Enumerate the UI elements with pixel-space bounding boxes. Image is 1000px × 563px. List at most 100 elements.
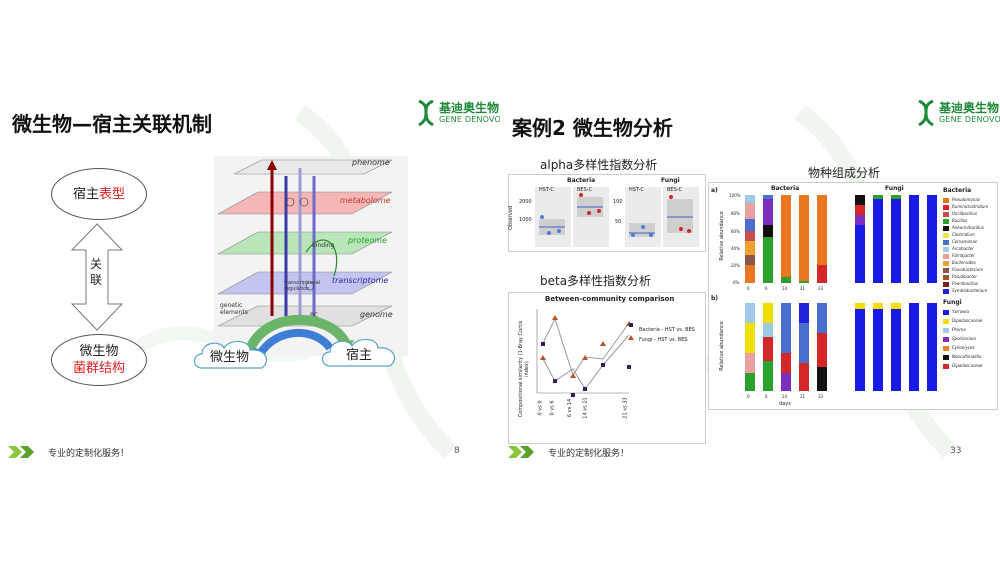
omics-layers bbox=[217, 159, 393, 327]
alpha-ytick-2: 1000 bbox=[519, 217, 532, 223]
company-logo: 基迪奥生物 GENE DENOVO bbox=[915, 97, 1000, 131]
legend-label: Dipodascaceae bbox=[952, 318, 983, 323]
legend-item: Comamonas bbox=[943, 239, 977, 245]
slide-8: 微生物—宿主关联机制 基迪奥生物 GENE DENOVO 宿主表型 关联 微生物… bbox=[0, 82, 500, 470]
company-logo: 基迪奥生物 GENE DENOVO bbox=[415, 97, 500, 131]
legend-swatch bbox=[943, 267, 949, 273]
logo-en: GENE DENOVO bbox=[939, 115, 1000, 124]
legend-label: Ruminiclostridium bbox=[952, 204, 989, 209]
alpha-marks bbox=[539, 193, 693, 237]
legend-item: Cylloniyces bbox=[943, 345, 975, 351]
community-structure-label: 菌群结构 bbox=[72, 361, 125, 376]
legend-swatch bbox=[943, 253, 949, 259]
host-label: 宿主 bbox=[72, 186, 99, 202]
legend-swatch bbox=[943, 246, 949, 252]
legend-label: Paludibacter bbox=[952, 274, 978, 279]
alpha-ytick-4: 50 bbox=[615, 219, 622, 225]
microbe-label: 微生物 bbox=[79, 344, 119, 359]
page-title: 案例2 微生物分析 bbox=[512, 116, 673, 140]
xlabel-days: days bbox=[779, 401, 791, 407]
beta-marks bbox=[536, 309, 634, 397]
binding-label: binding bbox=[312, 242, 335, 249]
legend-item: Dipodascaceae bbox=[943, 363, 982, 369]
legend-label: Flavobacterium bbox=[952, 267, 984, 272]
legend-swatch bbox=[943, 327, 949, 333]
layer-phenome: phenome bbox=[352, 158, 390, 167]
legend-swatch bbox=[943, 225, 949, 231]
layer-proteome: proteome bbox=[348, 236, 387, 245]
legend-label: Fibrobacter bbox=[952, 253, 975, 258]
legend-swatch bbox=[943, 318, 949, 324]
alpha-sub-1: HST-C bbox=[539, 187, 554, 193]
beta-legend-fungi: Fungi - HST vs. BES bbox=[639, 337, 688, 343]
legend-swatch bbox=[943, 218, 949, 224]
legend-item: Neocallimastix bbox=[943, 354, 981, 360]
legend-item: Yarrowia bbox=[943, 309, 969, 315]
ytick-60: 60% bbox=[731, 229, 740, 234]
legend-item: Dipodascaceae bbox=[943, 318, 982, 324]
alpha-group-bacteria: Bacteria bbox=[567, 177, 596, 184]
page-number: 33 bbox=[950, 446, 962, 456]
legend-swatch bbox=[943, 260, 949, 266]
beta-chart: Between-community comparison Composition… bbox=[508, 292, 706, 444]
day-b-2: 6 bbox=[765, 394, 768, 399]
legend-label: Yarrowia bbox=[952, 309, 970, 314]
legend-item: Pseudomonas bbox=[943, 197, 980, 203]
legend-label: Neocallimastix bbox=[952, 354, 982, 359]
day-a-5: 33 bbox=[818, 286, 824, 291]
microbe-structure-box: 微生物 菌群结构 bbox=[51, 334, 147, 386]
day-b-5: 33 bbox=[818, 394, 824, 399]
legend-item: Symbiobacterium bbox=[943, 288, 987, 294]
legend-item: Phoma bbox=[943, 327, 966, 333]
legend-item: Bacteroides bbox=[943, 260, 976, 266]
ytick-40: 40% bbox=[731, 246, 740, 251]
microbe-cloud-icon bbox=[193, 340, 267, 369]
day-b-1: 0 bbox=[747, 394, 750, 399]
legend-label: Comamonas bbox=[952, 239, 978, 244]
footer-chevrons-icon bbox=[8, 446, 34, 458]
legend-item: Clostridium bbox=[943, 232, 975, 238]
legend-swatch bbox=[943, 232, 949, 238]
bacteria-b-bars bbox=[745, 303, 827, 391]
fungi-b-bars bbox=[855, 303, 937, 391]
day-b-3: 14 bbox=[782, 394, 788, 399]
slide-33: 案例2 微生物分析 基迪奥生物 GENE DENOVO alpha多样性指数分析… bbox=[500, 82, 1000, 470]
beta-x-5: 21 vs 33 bbox=[622, 397, 629, 419]
legend-swatch bbox=[943, 197, 949, 203]
footer-chevrons-icon bbox=[508, 446, 534, 458]
legend-item: Bacillus bbox=[943, 218, 967, 224]
page-title: 微生物—宿主关联机制 bbox=[12, 112, 212, 136]
legend-item: Paludibacter bbox=[943, 274, 977, 280]
ytick-0: 0% bbox=[733, 280, 740, 285]
logo-en: GENE DENOVO bbox=[439, 115, 500, 124]
legend-label: Bacillus bbox=[952, 218, 968, 223]
panel-b-label: b) bbox=[711, 295, 719, 302]
beta-title: beta多样性指数分析 bbox=[540, 274, 652, 288]
alpha-chart: Bacteria Fungi HST-C BES-C HST-C BES-C 2… bbox=[508, 174, 706, 252]
alpha-sub-4: BES-C bbox=[667, 187, 683, 193]
logo-cn: 基迪奥生物 bbox=[939, 101, 1000, 115]
layer-genome: genome bbox=[360, 310, 393, 319]
host-phenotype-box: 宿主表型 bbox=[51, 168, 147, 220]
legend-swatch bbox=[943, 211, 949, 217]
day-a-3: 14 bbox=[782, 286, 788, 291]
legend-fungi-title: Fungi bbox=[943, 299, 962, 306]
footer-text: 专业的定制化服务！ bbox=[548, 449, 630, 459]
day-a-1: 0 bbox=[747, 286, 750, 291]
ytick-20: 20% bbox=[731, 263, 740, 268]
double-arrow-icon bbox=[70, 223, 124, 331]
link-label: 关联 bbox=[90, 257, 103, 287]
alpha-ytick-3: 100 bbox=[613, 199, 623, 205]
composition-title: 物种组成分析 bbox=[808, 166, 881, 180]
legend-item: Arcobacter bbox=[943, 246, 974, 252]
logo-cn: 基迪奥生物 bbox=[439, 101, 500, 115]
footer-text: 专业的定制化服务！ bbox=[48, 449, 130, 459]
legend-swatch bbox=[943, 281, 949, 287]
legend-swatch bbox=[943, 274, 949, 280]
composition-chart: a) b) Bacteria Fungi Relative abundance … bbox=[708, 182, 998, 410]
legend-swatch bbox=[943, 288, 949, 294]
legend-swatch bbox=[943, 354, 949, 360]
transcriptional-regulation-label: transcriptional regulation bbox=[284, 280, 321, 292]
beta-legend-bacteria: Bacteria - HST vs. BES bbox=[639, 327, 695, 333]
legend-item: Aneurinibacillus bbox=[943, 225, 984, 231]
